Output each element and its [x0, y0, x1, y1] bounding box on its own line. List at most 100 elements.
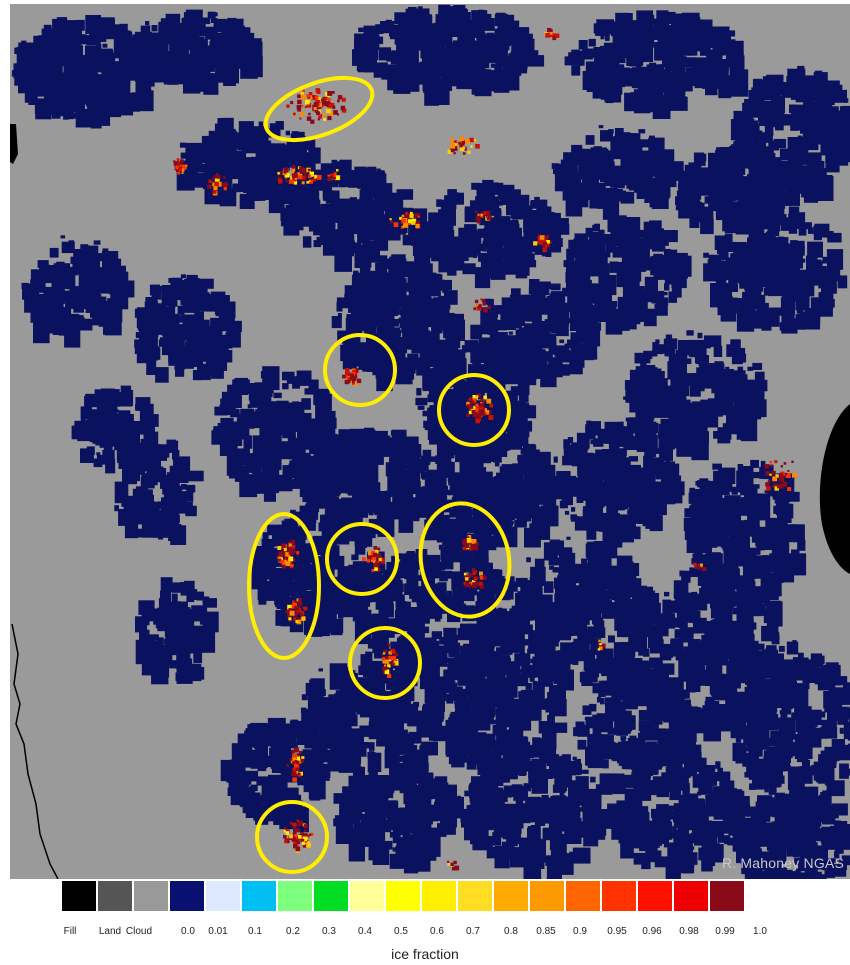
clear-water-patch — [580, 564, 589, 578]
clear-water-patch — [201, 17, 208, 24]
clear-water-patch — [422, 331, 440, 358]
clear-water-patch — [570, 343, 582, 356]
clear-water-patch — [773, 505, 780, 514]
clear-water-patch — [94, 86, 110, 96]
clear-water-patch — [354, 531, 367, 546]
clear-water-patch — [453, 40, 469, 61]
clear-water-patch — [282, 371, 295, 381]
clear-water-patch — [570, 355, 584, 367]
clear-water-patch — [692, 553, 703, 563]
clear-water-patch — [742, 291, 754, 303]
clear-water-patch — [482, 179, 494, 195]
clear-water-patch — [483, 448, 490, 453]
clear-water-patch — [455, 528, 466, 536]
clear-water-patch — [239, 475, 258, 498]
clear-water-patch — [764, 122, 774, 136]
clear-water-patch — [679, 96, 686, 104]
clear-water-patch — [671, 419, 683, 436]
clear-water-patch — [485, 430, 492, 441]
clear-water-patch — [273, 593, 280, 600]
clear-water-patch — [177, 305, 185, 315]
clear-water-patch — [132, 488, 138, 497]
clear-water-patch — [627, 225, 638, 242]
clear-water-patch — [538, 507, 545, 513]
clear-water-patch — [33, 36, 39, 42]
clear-water-patch — [581, 558, 588, 568]
clear-water-patch — [741, 315, 750, 325]
clear-water-patch — [795, 294, 807, 311]
clear-water-patch — [628, 417, 640, 430]
clear-water-patch — [728, 276, 737, 290]
clear-water-patch — [713, 388, 719, 393]
clear-water-patch — [331, 555, 345, 567]
clear-water-patch — [243, 46, 252, 59]
clear-water-patch — [275, 587, 281, 593]
clear-water-patch — [317, 598, 327, 604]
clear-water-patch — [626, 225, 634, 234]
clear-water-patch — [219, 438, 238, 456]
clear-water-patch — [424, 62, 433, 75]
clear-water-patch — [153, 286, 162, 294]
clear-water-patch — [649, 283, 657, 291]
clear-water-patch — [354, 541, 366, 555]
clear-water-patch — [462, 509, 473, 516]
clear-water-patch — [146, 467, 156, 476]
clear-water-patch — [490, 305, 506, 315]
clear-water-patch — [347, 177, 362, 188]
clear-water-patch — [481, 364, 499, 376]
clear-water-patch — [442, 76, 453, 91]
clear-water-patch — [541, 626, 558, 640]
clear-water-patch — [65, 81, 75, 93]
clear-water-patch — [480, 591, 491, 601]
clear-water-patch — [187, 470, 204, 482]
clear-water-patch — [644, 410, 649, 415]
clear-water-patch — [82, 260, 100, 286]
clear-water-patch — [420, 358, 430, 372]
clear-water-patch — [730, 339, 741, 349]
clear-water-patch — [406, 261, 419, 272]
clear-water-patch — [574, 233, 589, 244]
clear-water-patch — [334, 444, 342, 455]
clear-water-patch — [543, 352, 553, 361]
clear-water-patch — [453, 192, 464, 205]
clear-water-patch — [753, 484, 760, 489]
clear-water-patch — [580, 601, 591, 617]
clear-water-patch — [848, 132, 850, 144]
clear-water-patch — [490, 182, 499, 189]
clear-water-patch — [424, 224, 439, 242]
clear-water-patch — [136, 513, 143, 520]
clear-water-patch — [157, 60, 165, 66]
clear-water-patch — [202, 172, 212, 187]
clear-water-patch — [590, 439, 595, 445]
clear-water-patch — [593, 541, 605, 553]
clear-water-patch — [377, 228, 382, 232]
clear-water-patch — [547, 312, 558, 324]
clear-water-patch — [779, 148, 792, 161]
clear-water-patch — [846, 117, 850, 124]
clear-water-patch — [257, 402, 275, 413]
clear-water-patch — [483, 477, 499, 494]
clear-water-patch — [712, 463, 722, 470]
clear-water-patch — [390, 464, 399, 474]
clear-water-patch — [240, 161, 246, 171]
clear-water-patch — [564, 510, 570, 515]
clear-water-patch — [241, 135, 258, 154]
clear-water-patch — [712, 261, 731, 281]
clear-water-patch — [153, 479, 158, 486]
clear-water-patch — [481, 243, 487, 251]
clear-water-patch — [85, 27, 93, 34]
clear-water-patch — [393, 470, 402, 483]
clear-water-patch — [448, 345, 459, 362]
clear-water-patch — [424, 472, 442, 498]
clear-water-patch — [158, 468, 167, 479]
clear-water-patch — [629, 456, 638, 462]
clear-water-patch — [292, 458, 300, 464]
clear-water-patch — [254, 471, 268, 490]
clear-water-patch — [486, 508, 497, 517]
clear-water-patch — [366, 210, 382, 230]
clear-water-patch — [421, 455, 429, 468]
clear-water-patch — [528, 479, 539, 495]
clear-water-patch — [161, 61, 172, 75]
clear-water-patch — [777, 270, 792, 293]
clear-water-patch — [490, 402, 499, 410]
